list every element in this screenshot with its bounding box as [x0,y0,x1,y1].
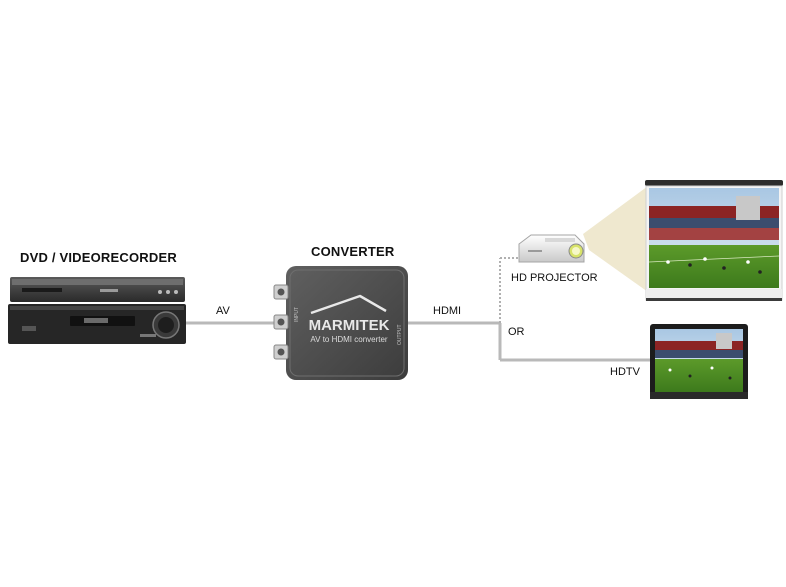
projection-screen-device [645,180,783,301]
av-connection-label: AV [216,305,230,317]
tv-cable [498,323,652,362]
converter-output-port-text: OUTPUT [397,324,403,345]
converter-subtitle-text: AV to HDMI converter [310,335,388,344]
converter-brand-text: MARMITEK [309,317,390,334]
hd-projector-device [518,234,585,263]
converter-input-port-text: INPUT [294,307,300,322]
or-label: OR [508,326,525,338]
hdtv-device [650,324,748,399]
hdmi-connection-label: HDMI [433,305,462,317]
dvd-recorder-device [8,277,186,344]
dvd-recorder-label: DVD / VIDEORECORDER [20,250,177,265]
projector-light-beam [583,186,648,292]
hdtv-label: HDTV [610,366,640,378]
hd-projector-label: HD PROJECTOR [511,272,598,284]
projector-cable-dotted [499,257,519,323]
converter-device: MARMITEK AV to HDMI converter OUTPUT INP… [273,266,408,380]
converter-label: CONVERTER [311,244,395,259]
